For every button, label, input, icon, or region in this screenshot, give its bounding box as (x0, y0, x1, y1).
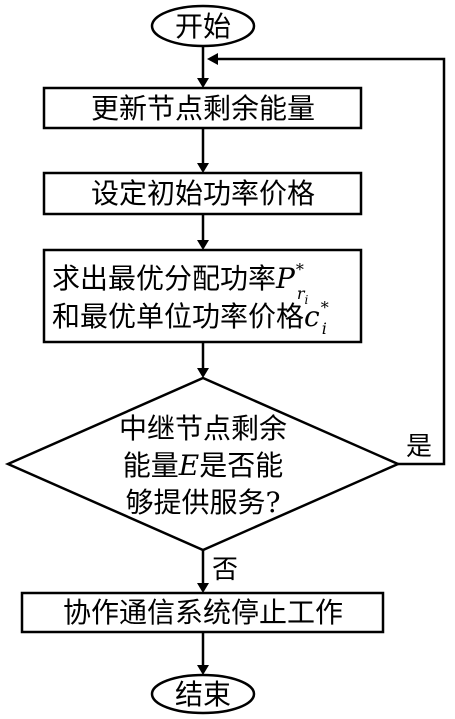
energy-symbol: E (178, 449, 199, 482)
optimal-price-sup: * (321, 298, 329, 317)
edge-solve-to-decision-arrowhead (197, 368, 209, 378)
edge-update-to-price-arrowhead (197, 163, 209, 173)
decision-line2-b: 是否能 (199, 449, 283, 482)
optimal-power-symbol: P (275, 262, 296, 295)
edge-yes-loop (218, 57, 446, 466)
optimal-power-sup: * (296, 260, 304, 279)
end-terminal (150, 673, 256, 715)
init-price-label: 设定初始功率价格 (91, 177, 315, 210)
solve-optimal-box (42, 248, 363, 344)
end-label: 结束 (175, 678, 231, 711)
update-energy-label: 更新节点剩余能量 (91, 92, 315, 125)
start-label: 开始 (175, 10, 231, 43)
decision-line1: 中继节点剩余 (119, 412, 287, 445)
optimal-power-sub: r (297, 284, 306, 303)
edge-yes-loop-arrowhead (207, 53, 218, 65)
decision-line2-a: 能量 (123, 449, 179, 482)
edge-stop-to-end-arrowhead (197, 665, 209, 675)
yes-branch-label: 是 (406, 432, 432, 462)
solve-optimal-line2: 和最优单位功率价格c* i (52, 298, 329, 338)
decision-line3: 够提供服务? (125, 486, 280, 519)
edge-start-to-update-arrowhead (197, 78, 209, 88)
optimal-power-subsub: i (305, 293, 309, 307)
solve-optimal-line1: 求出最优分配功率P* ri (52, 260, 309, 307)
edge-price-to-solve-arrowhead (197, 240, 209, 250)
solve-line1-text: 求出最优分配功率 (52, 262, 276, 295)
optimal-price-symbol: c (304, 300, 320, 333)
stop-system-label: 协作通信系统停止工作 (63, 596, 343, 629)
solve-line2-text: 和最优单位功率价格 (52, 300, 304, 333)
optimal-price-sub: i (322, 319, 327, 338)
stop-system-box (20, 591, 385, 634)
no-branch-label: 否 (212, 555, 238, 585)
edge-no-to-stop-arrowhead (197, 583, 209, 593)
update-energy-box (42, 86, 363, 130)
decision-line2: 能量E是否能 (123, 449, 283, 482)
